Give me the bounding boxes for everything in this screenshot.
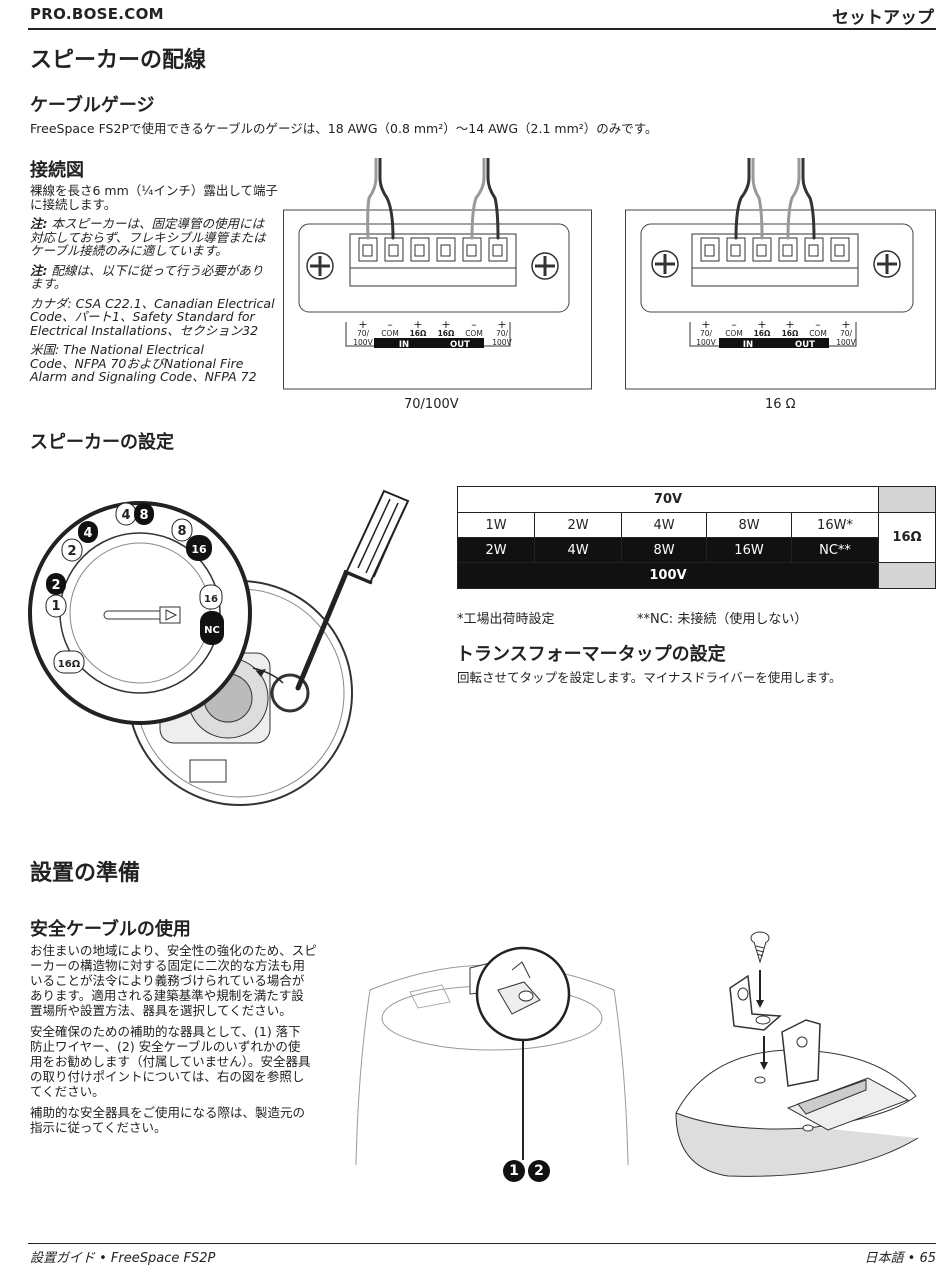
svg-text:8: 8 (139, 508, 148, 523)
cell-70v: 16W* (791, 512, 879, 538)
cable-gauge-text: FreeSpace FS2Pで使用できるケーブルのゲージは、18 AWG（0.8… (30, 121, 658, 136)
svg-text:16Ω: 16Ω (410, 329, 427, 338)
svg-text:+: + (413, 318, 422, 331)
cell-100v: 4W (534, 537, 622, 563)
svg-text:+: + (757, 318, 766, 331)
cell-70v: 1W (457, 512, 535, 538)
terminal-diagram-16-ohm: + – + + – + 70/ 100V COM 16Ω 16Ω COM 70/… (625, 158, 936, 390)
cell-100v: 2W (457, 537, 535, 563)
svg-text:IN: IN (743, 340, 753, 350)
svg-text:OUT: OUT (450, 340, 470, 350)
svg-text:COM: COM (809, 329, 827, 338)
svg-text:+: + (358, 318, 367, 331)
screw-icon (306, 252, 559, 280)
svg-text:1: 1 (51, 599, 60, 614)
svg-text:100V: 100V (836, 338, 856, 347)
svg-text:–: – (731, 318, 737, 331)
tap-selector-illustration: 1 2 2 4 4 8 8 16 16 NC 16Ω (28, 489, 410, 806)
cell-70v: 8W (706, 512, 792, 538)
cell-100v: 16W (706, 537, 792, 563)
svg-text:16: 16 (191, 543, 207, 556)
svg-text:COM: COM (381, 329, 399, 338)
svg-text:16Ω: 16Ω (782, 329, 799, 338)
svg-text:2: 2 (67, 544, 76, 559)
safety-cable-title: 安全ケーブルの使用 (30, 919, 191, 940)
screw-icon (651, 250, 901, 278)
bracket-mount-illustration (675, 931, 919, 1177)
caption-70-100v: 70/100V (404, 397, 459, 412)
header-100v: 100V (457, 562, 879, 589)
svg-text:+: + (441, 318, 450, 331)
caption-16-ohm: 16 Ω (765, 397, 796, 412)
section-title: セットアップ (832, 8, 934, 28)
transformer-tap-text: 回転させてタップを設定します。マイナスドライバーを使用します。 (457, 670, 842, 685)
svg-text:70/: 70/ (357, 329, 370, 338)
cell-100v: NC** (791, 537, 879, 563)
safety-attachment-illustration (355, 946, 629, 1166)
installation-title: 設置の準備 (30, 861, 141, 886)
svg-text:+: + (841, 318, 850, 331)
footnote-nc: **NC: 未接続（使用しない） (637, 612, 808, 627)
svg-text:16: 16 (204, 594, 218, 605)
svg-text:2: 2 (51, 578, 60, 593)
svg-text:IN: IN (399, 340, 409, 350)
connection-diagram-title: 接続図 (30, 160, 84, 181)
side-16-ohm: 16Ω (878, 512, 936, 563)
svg-text:70/: 70/ (496, 329, 509, 338)
footer-page-number: 日本語 • 65 (864, 1251, 936, 1266)
cell-70v: 2W (534, 512, 622, 538)
cell-70v: 4W (621, 512, 707, 538)
svg-text:100V: 100V (696, 338, 716, 347)
svg-text:16Ω: 16Ω (438, 329, 455, 338)
diagram-text: 裸線を長さ6 mm（¼インチ）露出して端子に接続します。 注: 本スピーカーは、… (30, 183, 279, 384)
svg-text:–: – (815, 318, 821, 331)
svg-text:+: + (701, 318, 710, 331)
svg-text:8: 8 (177, 524, 186, 539)
svg-text:16Ω: 16Ω (58, 659, 81, 670)
svg-text:+: + (497, 318, 506, 331)
footnote-factory-default: *工場出荷時設定 (457, 612, 555, 627)
cable-gauge-title: ケーブルゲージ (30, 95, 155, 116)
badge-1: 1 (503, 1160, 525, 1182)
svg-text:+: + (785, 318, 794, 331)
svg-text:NC: NC (204, 625, 220, 636)
svg-text:COM: COM (465, 329, 483, 338)
svg-text:4: 4 (83, 526, 92, 541)
screwdriver-icon (295, 489, 410, 691)
transformer-tap-title: トランスフォーマータップの設定 (456, 644, 726, 665)
transformer-tap-table: 70V 1W 2W 4W 8W 16W* 16Ω 2W 4W 8W 16W NC… (457, 486, 936, 589)
cell-100v: 8W (621, 537, 707, 563)
badge-2: 2 (528, 1160, 550, 1182)
header-rule (28, 28, 936, 30)
safety-cable-text: お住まいの地域により、安全性の強化のため、スピーカーの構造物に対する固定に二次的… (30, 943, 317, 1135)
footer-guide-title: 設置ガイド • FreeSpace FS2P (30, 1251, 216, 1266)
svg-text:COM: COM (725, 329, 743, 338)
svg-text:–: – (387, 318, 393, 331)
site-url: PRO.BOSE.COM (30, 5, 164, 23)
header-70v: 70V (457, 486, 879, 513)
svg-text:OUT: OUT (795, 340, 815, 350)
screw-icon (750, 931, 770, 964)
speaker-settings-title: スピーカーの設定 (30, 432, 174, 453)
footer-rule (28, 1243, 936, 1244)
svg-text:100V: 100V (353, 338, 373, 347)
svg-text:–: – (471, 318, 477, 331)
svg-text:70/: 70/ (700, 329, 713, 338)
bracket-icon (729, 974, 782, 1031)
svg-text:4: 4 (121, 508, 130, 523)
svg-text:16Ω: 16Ω (754, 329, 771, 338)
terminal-diagram-70-100v: + – + + – + 70/ 100V COM 16Ω 16Ω COM 70/… (283, 158, 592, 390)
wiring-title: スピーカーの配線 (30, 48, 207, 73)
svg-text:100V: 100V (492, 338, 512, 347)
svg-text:70/: 70/ (840, 329, 853, 338)
